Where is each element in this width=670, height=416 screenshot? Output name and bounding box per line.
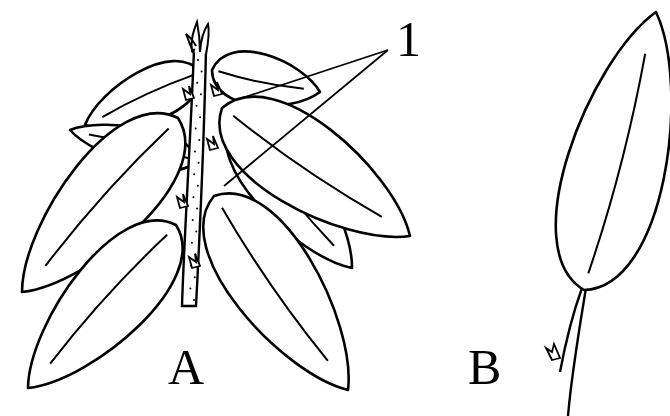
figure-letter: B (468, 342, 501, 392)
single-leaf (546, 12, 670, 416)
front-leaves (22, 97, 410, 390)
stipule (207, 136, 218, 150)
petiole (560, 288, 586, 416)
stem-dot (192, 196, 194, 198)
stipule (177, 194, 188, 208)
stem-dot (189, 288, 191, 290)
stem-dot (192, 219, 194, 221)
stem-outline (182, 50, 206, 306)
stem-dot (194, 150, 196, 152)
stem-dot (200, 93, 202, 95)
stem-dot (199, 116, 201, 118)
leader-lines (224, 50, 388, 186)
leader-line (236, 50, 388, 100)
stem-dot (195, 230, 197, 232)
leaf-blade (556, 12, 670, 290)
stem-dot (201, 70, 203, 72)
stipule (546, 344, 560, 360)
stem-dot (197, 59, 199, 61)
stipule (183, 86, 194, 100)
stipule (211, 82, 222, 96)
leaf-midrib (50, 235, 167, 364)
leaf-blade (28, 220, 183, 388)
stem-dot (195, 105, 197, 107)
leaf-midrib (222, 208, 328, 361)
leaf-midrib (588, 54, 645, 274)
stipule (189, 254, 200, 268)
leaf-midrib (102, 75, 193, 117)
leaf-blade (203, 193, 348, 390)
stem-dot (198, 139, 200, 141)
stem-dot (194, 276, 196, 278)
stipules (177, 82, 222, 268)
stem (182, 22, 209, 306)
stem-dot (198, 162, 200, 164)
stem-dot (193, 299, 195, 301)
stem-dot (197, 185, 199, 187)
terminal-bud (186, 22, 209, 54)
stem-dot (191, 242, 193, 244)
stem-dot (196, 208, 198, 210)
figure-letter: A (168, 342, 204, 392)
stem-dot (193, 173, 195, 175)
leaf-midrib (218, 71, 303, 88)
callout-number: 1 (396, 14, 421, 64)
leader-line (224, 50, 388, 186)
stem-dot (196, 82, 198, 84)
stem-dot (195, 128, 197, 130)
